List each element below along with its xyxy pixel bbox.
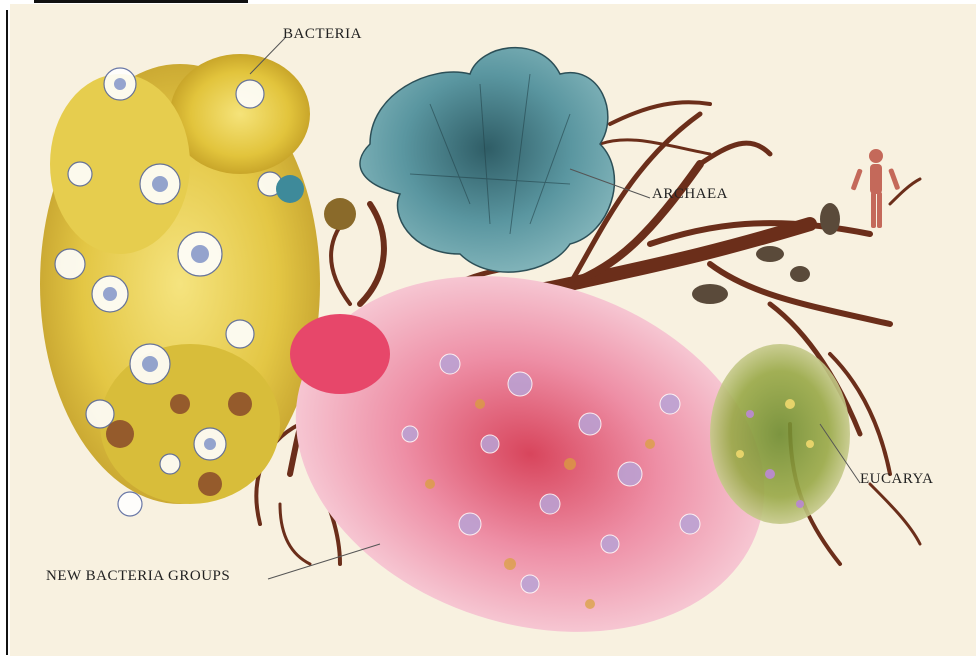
- top-rule: [34, 0, 248, 3]
- tree-of-life-illustration: BACTERIA ARCHAEA EUCARYA NEW BACTERIA GR…: [10, 4, 976, 656]
- human-figure: [851, 149, 901, 228]
- tree-artwork: [10, 4, 976, 656]
- label-archaea: ARCHAEA: [652, 186, 728, 203]
- left-rule: [6, 10, 8, 655]
- archaea-cluster: [360, 48, 614, 272]
- eucarya-cluster: [692, 149, 900, 524]
- label-bacteria: BACTERIA: [283, 26, 362, 43]
- label-eucarya: EUCARYA: [860, 471, 934, 488]
- label-new-bacteria-groups: NEW BACTERIA GROUPS: [46, 568, 230, 585]
